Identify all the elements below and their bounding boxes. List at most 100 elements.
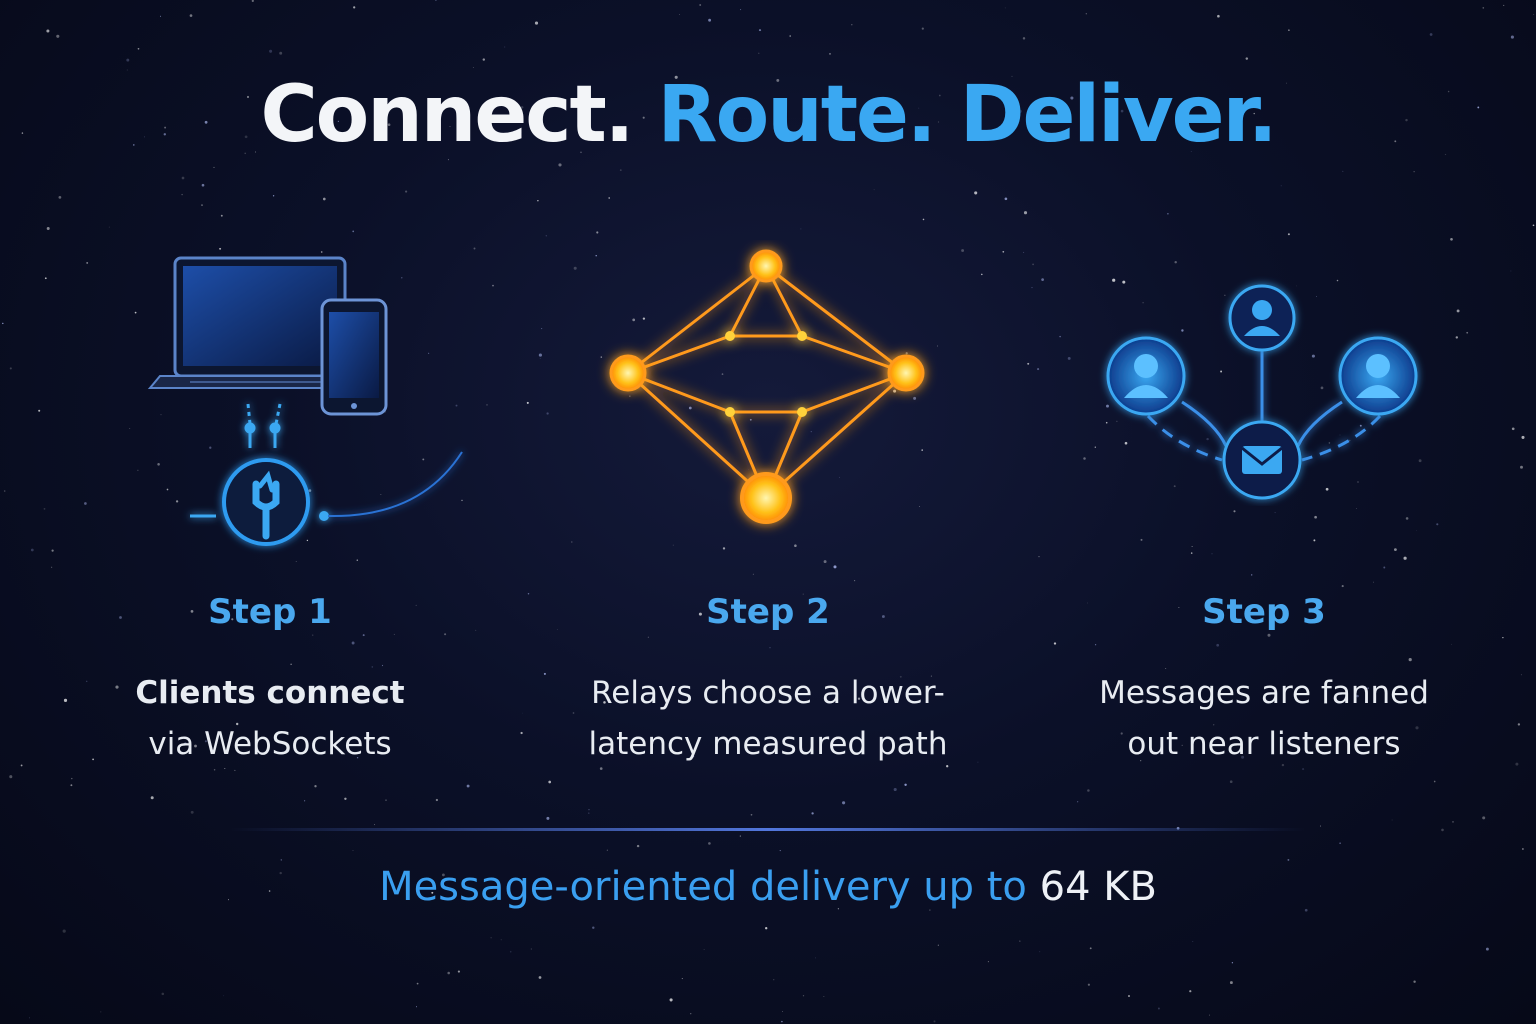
star-dot: [137, 469, 139, 471]
star-dot: [1311, 354, 1315, 358]
star-dot: [1181, 329, 1184, 332]
star-dot: [588, 809, 590, 811]
star-dot: [320, 251, 323, 253]
star-dot: [473, 247, 476, 250]
star-dot: [235, 722, 239, 726]
star-dot: [1039, 951, 1041, 953]
star-dot: [1447, 90, 1450, 93]
star-dot: [416, 982, 419, 985]
star-dot: [251, 0, 254, 3]
star-dot: [1286, 82, 1287, 84]
star-dot: [1415, 726, 1419, 730]
star-dot: [1112, 278, 1116, 282]
star-dot: [580, 151, 582, 154]
star-dot: [690, 1013, 692, 1015]
star-dot: [268, 689, 271, 691]
star-dot: [1451, 643, 1453, 645]
star-dot: [1288, 29, 1290, 31]
star-dot: [1515, 762, 1519, 766]
star-dot: [961, 249, 965, 252]
star-dot: [194, 744, 197, 748]
star-dot: [595, 254, 597, 257]
laptop-icon: [147, 256, 373, 389]
star-dot: [857, 697, 861, 700]
star-dot: [84, 502, 87, 505]
star-dot: [538, 353, 542, 357]
star-dot: [1120, 732, 1123, 735]
star-dot: [740, 9, 742, 11]
star-dot: [1059, 117, 1062, 121]
star-dot: [1224, 294, 1226, 296]
star-dot: [588, 812, 590, 814]
star-dot: [1067, 356, 1071, 360]
star-dot: [842, 801, 846, 805]
relay-node-left: [609, 354, 647, 392]
star-dot: [58, 196, 62, 199]
star-dot: [431, 891, 434, 894]
star-dot: [1106, 404, 1109, 408]
star-dot: [748, 469, 749, 470]
star-dot: [457, 970, 460, 973]
star-dot: [166, 488, 169, 491]
star-dot: [899, 675, 902, 678]
star-dot: [63, 698, 68, 702]
star-dot: [526, 401, 529, 404]
star-dot: [43, 508, 46, 510]
star-dot: [444, 633, 447, 636]
step-2-label: Step 2: [706, 592, 830, 632]
star-dot: [1209, 1014, 1210, 1016]
star-dot: [669, 998, 673, 1002]
star-dot: [758, 29, 762, 32]
star-dot: [150, 796, 154, 800]
star-dot: [1405, 517, 1409, 520]
star-dot: [455, 404, 458, 407]
star-dot: [86, 261, 89, 264]
relay-node-top: [749, 249, 783, 283]
star-dot: [220, 214, 223, 217]
star-dot: [1191, 546, 1193, 547]
footer-lead: Message-oriented delivery up to: [379, 864, 1027, 910]
star-dot: [175, 500, 179, 503]
star-dot: [810, 431, 812, 433]
headline-route: Route.: [657, 70, 937, 160]
star-dot: [353, 6, 356, 9]
star-dot: [1241, 755, 1245, 759]
star-dot: [913, 396, 917, 400]
star-dot: [647, 636, 650, 638]
star-dot: [279, 51, 283, 55]
star-dot: [1161, 740, 1163, 743]
star-dot: [811, 812, 814, 815]
star-dot: [352, 849, 354, 852]
star-dot: [1217, 14, 1220, 18]
star-dot: [380, 494, 382, 495]
star-dot: [490, 937, 492, 939]
star-dot: [606, 849, 608, 851]
star-dot: [573, 266, 577, 270]
signal-lines-icon: [244, 403, 282, 448]
star-dot: [937, 944, 939, 946]
star-dot: [482, 58, 485, 61]
star-dot: [100, 1011, 102, 1013]
star-dot: [1023, 211, 1028, 215]
star-dot: [1429, 33, 1433, 36]
star-dot: [1320, 386, 1324, 390]
star-dot: [389, 101, 391, 102]
star-dot: [779, 850, 781, 852]
star-dot: [1325, 487, 1329, 491]
star-dot: [280, 859, 282, 861]
star-dot: [838, 476, 841, 478]
star-dot: [71, 777, 73, 780]
star-dot: [405, 190, 408, 193]
star-dot: [1031, 287, 1033, 289]
star-dot: [1267, 633, 1271, 637]
star-dot: [1320, 825, 1322, 827]
star-dot: [541, 328, 543, 330]
star-dot: [157, 463, 160, 466]
star-dot: [428, 352, 430, 354]
star-dot: [204, 740, 207, 743]
relay-node-inner: [797, 407, 807, 417]
star-dot: [749, 418, 752, 421]
star-dot: [823, 996, 825, 997]
star-dot: [1087, 983, 1090, 986]
star-dot: [722, 547, 726, 550]
